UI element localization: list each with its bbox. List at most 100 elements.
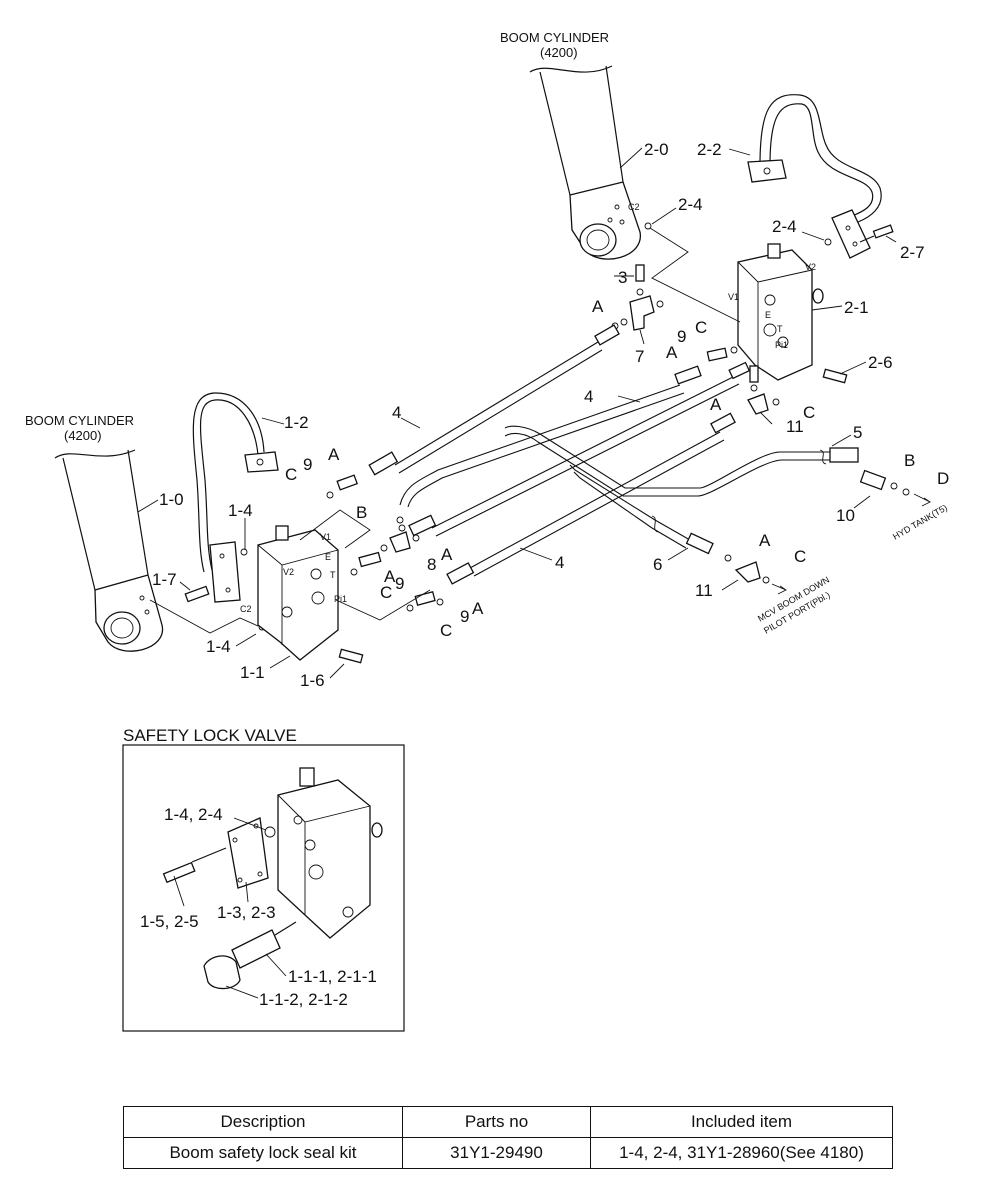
callout-3: 3: [618, 268, 627, 287]
boom-cylinder-left-code: (4200): [64, 428, 102, 443]
callout-a-8: A: [472, 599, 484, 618]
header-description: Description: [123, 1106, 403, 1138]
callout-c-5: C: [380, 583, 392, 602]
callout-labels: 2-0 2-2 2-4 2-4 2-7 2-1 2-6 3 A 7 9 C A …: [152, 140, 949, 690]
inset-valve-drawing: [162, 767, 383, 990]
hydraulic-parts-diagram: C2 BOOM CYLINDER (4200) V2 V1 E T Pi1: [25, 30, 949, 1032]
inset-title: SAFETY LOCK VALVE: [123, 726, 297, 745]
inset-callout-1-5-2-5: 1-5, 2-5: [140, 912, 199, 931]
safety-lock-valve-2-1: V2 V1 E T Pi1: [728, 243, 824, 381]
callout-c-2: C: [803, 403, 815, 422]
callout-1-6: 1-6: [300, 671, 325, 690]
callout-2-0: 2-0: [644, 140, 669, 159]
callout-a-2: A: [666, 343, 678, 362]
adapter-9-top: [706, 347, 728, 362]
callout-c-3: C: [794, 547, 806, 566]
callout-a-4: A: [759, 531, 771, 550]
boom-cylinder-top: C2: [529, 65, 641, 260]
callout-a-1: A: [592, 297, 604, 316]
port-c2-top: C2: [628, 202, 640, 212]
callout-b-1: B: [904, 451, 915, 470]
inset-frame: [122, 744, 405, 1032]
cell-included-item: 1-4, 2-4, 31Y1-28960(See 4180): [590, 1137, 893, 1169]
pipe-2-2: [747, 94, 882, 259]
bolt-2-6: [822, 368, 848, 384]
hyd-tank-label: HYD TANK(T5): [891, 502, 949, 541]
port-t-left: T: [330, 570, 336, 580]
adapter-9-left-bottom: [406, 591, 444, 612]
callout-1-4-b: 1-4: [206, 637, 231, 656]
callout-2-4-a: 2-4: [678, 195, 703, 214]
callout-c-6: C: [440, 621, 452, 640]
boom-cylinder-left: [54, 449, 163, 652]
inset-callout-1-1-2: 1-1-2, 2-1-2: [259, 990, 348, 1009]
parts-table: Description Parts no Included item Boom …: [123, 1106, 893, 1169]
cell-parts-no: 31Y1-29490: [402, 1137, 591, 1169]
callout-1-7: 1-7: [152, 570, 177, 589]
port-v1-left: V1: [320, 532, 331, 542]
callout-1-0: 1-0: [159, 490, 184, 509]
table-header-row: Description Parts no Included item: [123, 1106, 893, 1138]
safety-lock-valve-1-1: V1 V2 E T Pi1 C2: [240, 525, 347, 661]
inset-callout-1-1-1: 1-1-1, 2-1-1: [288, 967, 377, 986]
callout-2-7: 2-7: [900, 243, 925, 262]
callout-d-1: D: [937, 469, 949, 488]
callout-11-a: 11: [786, 417, 804, 436]
pipe-5: [504, 425, 859, 555]
callout-a-5: A: [328, 445, 340, 464]
port-v2-top: V2: [805, 262, 816, 272]
hose-4-lower: [446, 412, 736, 585]
callout-c-1: C: [695, 318, 707, 337]
bolt-1-6: [338, 648, 364, 664]
callout-a-7: A: [384, 567, 396, 586]
adapter-9-left-middle: [350, 551, 382, 576]
callout-9-b: 9: [303, 455, 312, 474]
port-c2-left: C2: [240, 604, 252, 614]
inset-callout-1-4-2-4: 1-4, 2-4: [164, 805, 223, 824]
callout-8: 8: [427, 555, 436, 574]
inset-callout-1-3-2-3: 1-3, 2-3: [217, 903, 276, 922]
callout-9-d: 9: [460, 607, 469, 626]
callout-4-a: 4: [392, 403, 401, 422]
boom-cylinder-left-title: BOOM CYLINDER: [25, 413, 134, 428]
callout-9-a: 9: [677, 327, 686, 346]
fitting-3: [635, 264, 645, 296]
boom-cylinder-top-code: (4200): [540, 45, 578, 60]
callout-10: 10: [836, 506, 855, 525]
callout-7: 7: [635, 347, 644, 366]
boom-cylinder-top-title: BOOM CYLINDER: [500, 30, 609, 45]
tee-fitting-7: [611, 295, 664, 331]
o-ring-1-4-upper: [240, 548, 248, 556]
callout-1-1: 1-1: [240, 663, 265, 682]
inset-leaders: [173, 817, 287, 999]
hose-4-upper: [368, 324, 620, 476]
callout-1-2: 1-2: [284, 413, 309, 432]
port-pi-top: Pi1: [775, 340, 788, 350]
cell-description: Boom safety lock seal kit: [123, 1137, 403, 1169]
bolt-2-7: [859, 224, 894, 243]
callout-9-c: 9: [395, 574, 404, 593]
bolt-1-7: [184, 585, 210, 603]
callout-a-6: A: [441, 545, 453, 564]
callout-2-1: 2-1: [844, 298, 869, 317]
o-ring-2-4-right: [824, 238, 832, 246]
callout-6: 6: [653, 555, 662, 574]
callout-1-4-a: 1-4: [228, 501, 253, 520]
port-t-top: T: [777, 324, 783, 334]
o-ring-2-4-left: [644, 222, 652, 230]
tee-fitting-11-bottom: [724, 554, 787, 595]
callout-2-4-b: 2-4: [772, 217, 797, 236]
tee-fitting-11-top: [747, 365, 780, 415]
hose-4-middle: [399, 361, 751, 537]
callout-4-b: 4: [584, 387, 593, 406]
port-e-left: E: [325, 552, 331, 562]
callout-2-6: 2-6: [868, 353, 893, 372]
callout-11-b: 11: [695, 581, 713, 600]
header-included-item: Included item: [590, 1106, 893, 1138]
header-parts-no: Parts no: [402, 1106, 591, 1138]
port-pi-left: Pi1: [334, 594, 347, 604]
port-e-top: E: [765, 310, 771, 320]
adapter-9-left-top: [326, 474, 359, 499]
port-v1-top: V1: [728, 292, 739, 302]
callout-a-3: A: [710, 395, 722, 414]
